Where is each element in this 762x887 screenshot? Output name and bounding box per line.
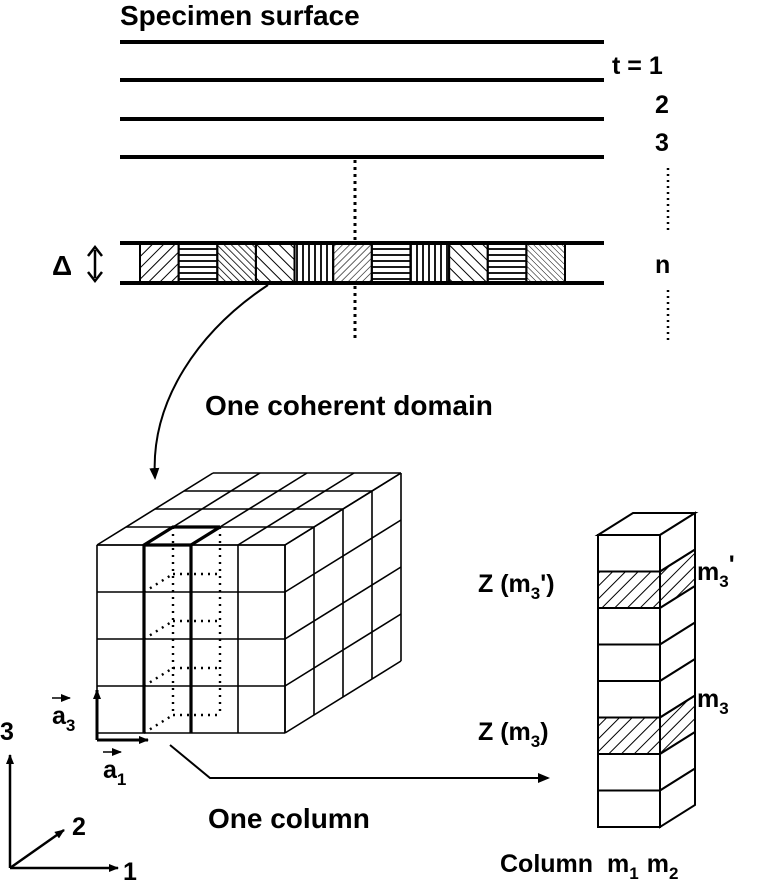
column-side-cell — [659, 766, 696, 829]
coordinate-axes — [5, 754, 119, 872]
column-cell-hatched — [597, 716, 661, 755]
z-m3-label: Z (m3) — [478, 718, 549, 751]
specimen-surface-title: Specimen surface — [120, 0, 360, 31]
delta-double-arrow-icon — [87, 244, 103, 284]
layer-label-t1: t = 1 — [612, 52, 663, 80]
column-hidden-edge — [143, 619, 174, 641]
domain-cell — [293, 243, 335, 283]
domain-cell — [139, 243, 180, 283]
delta-symbol: Δ — [52, 250, 72, 281]
cube-side-gridline — [284, 519, 402, 593]
cube-side-gridline — [284, 472, 402, 546]
domain-cell — [177, 243, 219, 283]
cube-side-gridline — [284, 566, 402, 640]
detail-column — [594, 511, 699, 829]
domain-cell — [409, 243, 451, 283]
column-cell — [597, 680, 661, 719]
m3-prime-label: m3' — [697, 551, 735, 591]
m3-label: m3 — [697, 685, 729, 718]
domain-cell — [448, 243, 489, 283]
layer-label-3: 3 — [655, 129, 669, 157]
column-cell — [597, 534, 661, 573]
column-hidden-edge — [143, 572, 174, 594]
column-cell-hatched — [597, 570, 661, 609]
domain-cell — [370, 243, 412, 283]
domain-to-cube-arrow — [149, 284, 269, 480]
column-cell — [597, 607, 661, 646]
layer-label-n: n — [655, 251, 670, 279]
column-hidden-edge — [143, 666, 174, 688]
lattice-vectors — [93, 689, 149, 744]
domain-cell — [332, 243, 373, 283]
a3-vector-label: a3 — [52, 702, 75, 735]
column-hidden-edge — [143, 713, 174, 735]
coherent-domain-cube — [96, 472, 402, 735]
axis-2-arrow — [9, 828, 65, 870]
domain-cell — [216, 243, 257, 283]
domain-cell — [486, 243, 528, 283]
domain-cell — [254, 243, 296, 283]
layer-label-2: 2 — [655, 91, 669, 119]
a1-vector-label: a1 — [103, 756, 126, 789]
domain-cell — [525, 243, 567, 283]
column-cell — [597, 643, 661, 682]
column-cell — [597, 753, 661, 792]
one-column-label: One column — [208, 803, 370, 834]
axis-1-label: 1 — [123, 858, 137, 886]
cube-side-gridline — [284, 660, 402, 734]
axis-3-label: 3 — [0, 718, 14, 746]
axis-2-label: 2 — [72, 813, 86, 841]
column-cell — [597, 789, 661, 828]
one-coherent-domain-label: One coherent domain — [205, 390, 493, 421]
z-m3-prime-label: Z (m3') — [478, 570, 555, 603]
coherent-domain-strip — [139, 243, 567, 283]
column-to-detail-arrow — [169, 744, 550, 783]
cube-side-gridline — [284, 613, 402, 687]
